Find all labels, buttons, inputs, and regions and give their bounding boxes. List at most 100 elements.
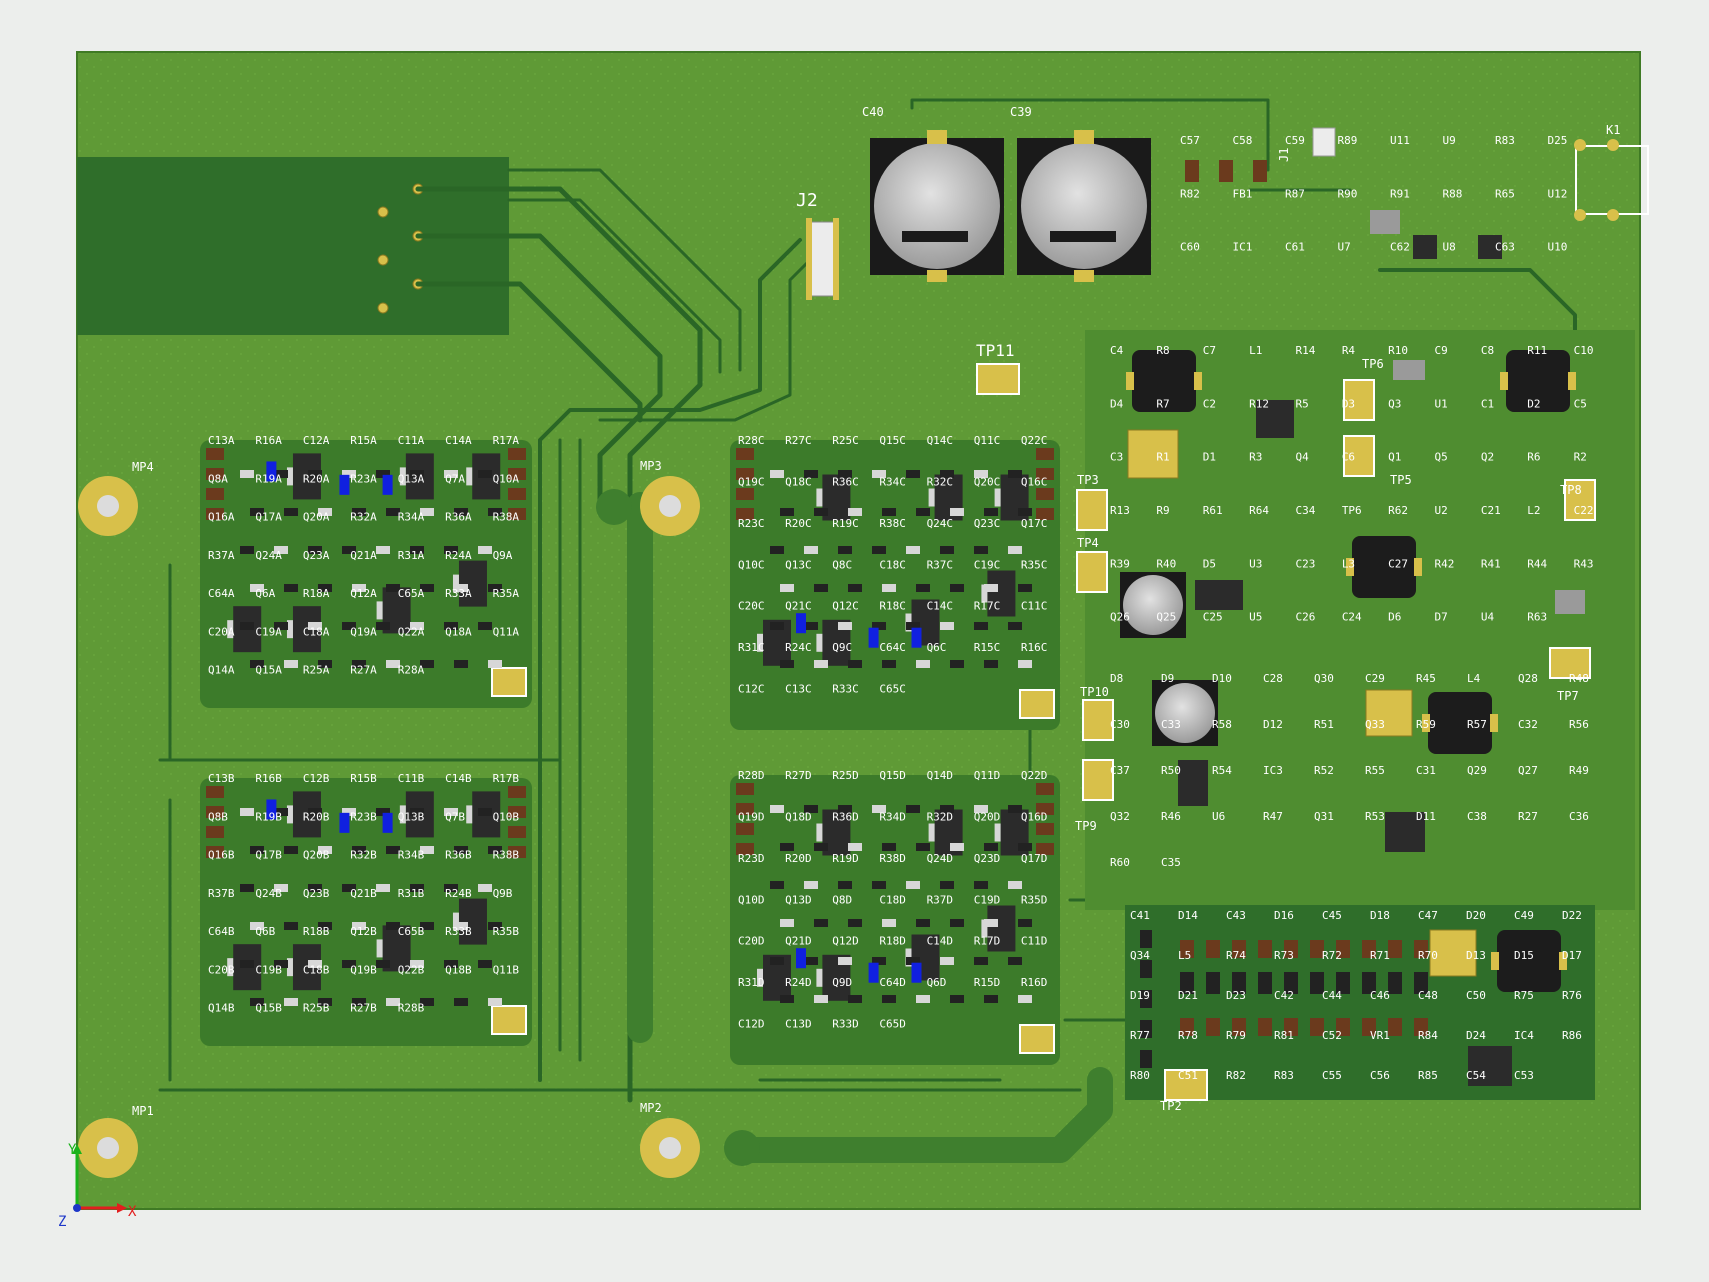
silk-label-q13b: Q13B xyxy=(398,810,425,823)
smd-capacitor xyxy=(1284,940,1298,958)
silk-label-r35a: R35A xyxy=(493,587,520,600)
silk-label-l5: L5 xyxy=(1178,949,1191,962)
silk-label-q19d: Q19D xyxy=(738,810,765,823)
smd-capacitor xyxy=(736,843,754,855)
bulk-capacitor-c39 xyxy=(1017,130,1151,282)
silk-label-u5: U5 xyxy=(1249,611,1262,624)
silk-label-r34c: R34C xyxy=(879,475,906,488)
smd-part xyxy=(872,805,886,813)
smd-capacitor xyxy=(206,826,224,838)
silk-label-d10: D10 xyxy=(1212,672,1232,685)
smd-part xyxy=(240,808,254,816)
silk-label-r71: R71 xyxy=(1370,949,1390,962)
smd-part xyxy=(906,546,920,554)
silk-label-r48: R48 xyxy=(1569,672,1589,685)
silk-label-r37b: R37B xyxy=(208,887,235,900)
silk-label-q22c: Q22C xyxy=(1021,434,1048,447)
silk-label-d20: D20 xyxy=(1466,909,1486,922)
silk-label-r86: R86 xyxy=(1562,1029,1582,1042)
silk-label-r15c: R15C xyxy=(974,641,1001,654)
silk-label-r14: R14 xyxy=(1295,344,1315,357)
smd-part xyxy=(352,508,366,516)
silk-label-r83: R83 xyxy=(1274,1069,1294,1082)
silk-label-r82: R82 xyxy=(1226,1069,1246,1082)
silk-label-r88: R88 xyxy=(1443,187,1463,200)
silk-label-r24d: R24D xyxy=(785,976,812,989)
transistor-tab xyxy=(816,633,823,652)
tp9-label: TP9 xyxy=(1075,819,1097,833)
silk-label-q14a: Q14A xyxy=(208,664,235,677)
smd-part xyxy=(420,846,434,854)
silk-label-c13d: C13D xyxy=(785,1018,812,1031)
smd-part xyxy=(872,470,886,478)
smd-part xyxy=(444,808,458,816)
smd-capacitor xyxy=(1414,1018,1428,1036)
smd-part xyxy=(770,957,784,965)
silk-label-r5: R5 xyxy=(1295,397,1308,410)
smd-part xyxy=(488,508,502,516)
smd-part xyxy=(240,960,254,968)
silk-label-c64b: C64B xyxy=(208,925,235,938)
silk-label-q21a: Q21A xyxy=(350,549,377,562)
transistor-tab xyxy=(452,912,459,931)
smd-part xyxy=(376,960,390,968)
silk-label-d22: D22 xyxy=(1562,909,1582,922)
silk-label-c30: C30 xyxy=(1110,718,1130,731)
silk-label-c2: C2 xyxy=(1203,397,1216,410)
silk-label-r41: R41 xyxy=(1481,557,1501,570)
smd-capacitor xyxy=(1362,1018,1376,1036)
silk-label-q24c: Q24C xyxy=(927,517,954,530)
silk-label-c56: C56 xyxy=(1370,1069,1390,1082)
silk-label-r72: R72 xyxy=(1322,949,1342,962)
silk-label-r64: R64 xyxy=(1249,504,1269,517)
silk-label-d7: D7 xyxy=(1435,611,1448,624)
silk-label-c1: C1 xyxy=(1481,397,1494,410)
smd-part xyxy=(488,922,502,930)
tp5-label: TP5 xyxy=(1390,473,1412,487)
silk-label-c36: C36 xyxy=(1569,810,1589,823)
smd-part xyxy=(974,957,988,965)
silk-label-r43: R43 xyxy=(1574,557,1594,570)
transistor-tab xyxy=(286,620,293,639)
smd-part xyxy=(376,884,390,892)
silk-label-r25a: R25A xyxy=(303,664,330,677)
silk-label-c64a: C64A xyxy=(208,587,235,600)
silk-label-r18b: R18B xyxy=(303,925,330,938)
silk-label-r80: R80 xyxy=(1130,1069,1150,1082)
smd-part xyxy=(984,995,998,1003)
silk-label-q19a: Q19A xyxy=(350,625,377,638)
silk-label-d17: D17 xyxy=(1562,949,1582,962)
silk-label-r32b: R32B xyxy=(350,849,377,862)
smd-part xyxy=(804,470,818,478)
silk-label-c23: C23 xyxy=(1295,557,1315,570)
silk-label-q13a: Q13A xyxy=(398,472,425,485)
smd-capacitor xyxy=(206,488,224,500)
smd-part xyxy=(882,843,896,851)
smd-part xyxy=(352,998,366,1006)
silk-label-r51: R51 xyxy=(1314,718,1334,731)
smd-capacitor xyxy=(1206,1018,1220,1036)
silk-label-r20c: R20C xyxy=(785,517,812,530)
silk-label-q14d: Q14D xyxy=(927,769,954,782)
smd-part xyxy=(274,470,288,478)
smd-part xyxy=(342,622,356,630)
smd-capacitor xyxy=(1036,803,1054,815)
silk-label-r16b: R16B xyxy=(255,772,282,785)
axis-x-label: X xyxy=(128,1204,137,1220)
smd-part xyxy=(804,622,818,630)
silk-label-c20c: C20C xyxy=(738,600,765,613)
silk-label-r70: R70 xyxy=(1418,949,1438,962)
silk-label-q23b: Q23B xyxy=(303,887,330,900)
blue-marker xyxy=(796,948,806,969)
silk-label-q14c: Q14C xyxy=(927,434,954,447)
smd-resistor xyxy=(1140,930,1152,948)
silk-label-q18d: Q18D xyxy=(785,810,812,823)
silk-label-q24d: Q24D xyxy=(927,852,954,865)
smd-capacitor xyxy=(736,468,754,480)
silk-label-r23a: R23A xyxy=(350,472,377,485)
silk-label-r33a: R33A xyxy=(445,587,472,600)
silk-label-d9: D9 xyxy=(1161,672,1174,685)
silk-label-c11d: C11D xyxy=(1021,935,1048,948)
